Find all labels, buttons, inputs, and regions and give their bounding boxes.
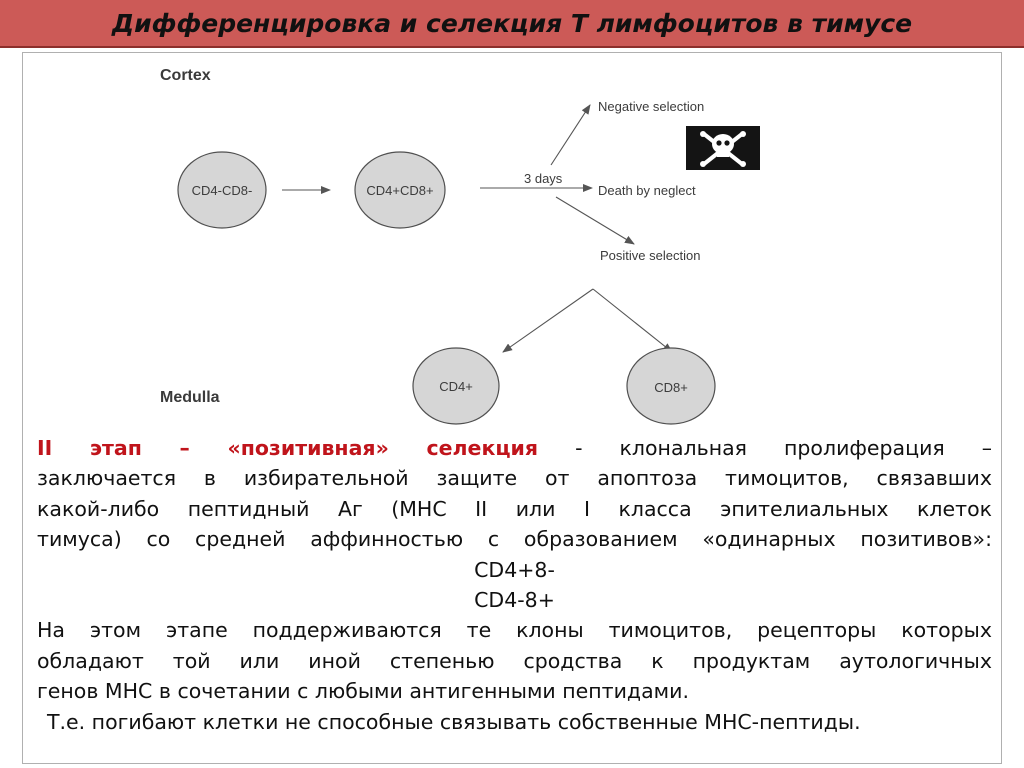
negative-selection-label: Negative selection (598, 99, 704, 114)
skull-and-crossbones-icon (686, 126, 760, 170)
paragraph-line: обладают той или иной степенью сродства … (37, 648, 992, 673)
medulla-label: Medulla (160, 389, 220, 406)
cell-cd8-single-positive: CD8+ (626, 347, 716, 425)
paragraph-line: На этом этапе поддерживаются те клоны ти… (37, 618, 992, 643)
heading-continuation: - клональная пролиферация – (538, 436, 992, 460)
arrow-to-positive-selection (555, 196, 635, 245)
cell-cd4-single-positive: CD4+ (412, 347, 500, 425)
paragraph-line: какой-либо пептидный Аг (МНС II или I кл… (37, 496, 992, 521)
formula-cd4-single-positive: CD4+8- (474, 557, 555, 582)
cell-cd4-label: CD4+ (439, 379, 473, 394)
cell-double-negative: CD4-CD8- (177, 151, 267, 229)
cell-cd8-label: CD8+ (654, 380, 688, 395)
cortex-label: Cortex (160, 67, 211, 84)
paragraph-line: тимуса) со средней аффинностью с образов… (37, 527, 992, 552)
arrow-to-cd8 (592, 288, 673, 353)
slide-title: Дифференцировка и селекция Т лимфоцитов … (111, 9, 913, 38)
cell-double-negative-label: CD4-CD8- (192, 183, 253, 198)
slide-frame (22, 52, 1002, 764)
slide-body-text: II этап – «позитивная» селекция - клонал… (37, 433, 992, 737)
paragraph-line: II этап – «позитивная» селекция - клонал… (37, 433, 992, 463)
time-label: 3 days (524, 171, 563, 186)
thymus-selection-diagram: Cortex Medulla CD4-CD8- CD4+CD8+ 3 days … (160, 67, 760, 425)
cell-double-positive-label: CD4+CD8+ (366, 183, 433, 198)
positive-selection-label: Positive selection (600, 248, 700, 263)
title-bar: Дифференцировка и селекция Т лимфоцитов … (0, 0, 1024, 48)
cell-double-positive: CD4+CD8+ (354, 151, 446, 229)
paragraph-line: заключается в избирательной защите от ап… (37, 466, 992, 491)
arrow-to-negative-selection (550, 104, 591, 166)
paragraph-line: генов МНС в сочетании с любыми антигенны… (37, 679, 689, 704)
stage-heading: II этап – «позитивная» селекция (37, 436, 539, 460)
arrow-to-cd4 (502, 288, 594, 353)
death-by-neglect-label: Death by neglect (598, 183, 696, 198)
formula-cd8-single-positive: CD4-8+ (474, 588, 555, 613)
conclusion-line: Т.е. погибают клетки не способные связыв… (47, 709, 861, 734)
